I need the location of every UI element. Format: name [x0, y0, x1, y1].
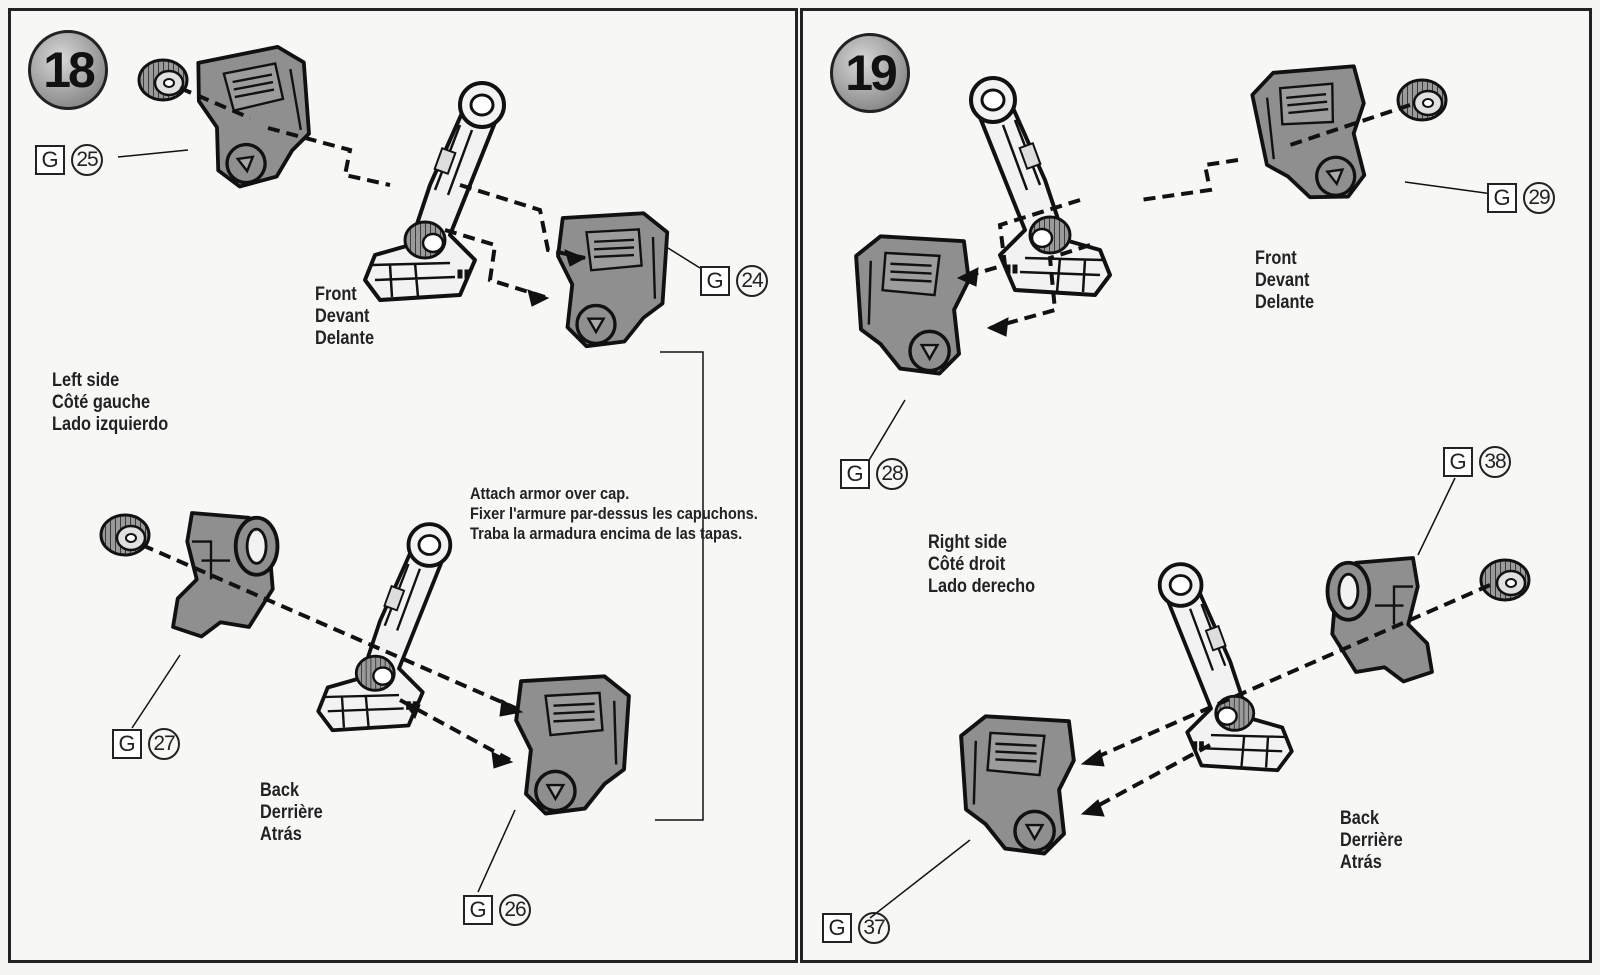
- part-ref-g29: G 29: [1487, 182, 1555, 214]
- step-18-badge: 18: [28, 30, 108, 110]
- left-side-label: Left side Côté gauche Lado izquierdo: [52, 370, 169, 435]
- part-number: 38: [1479, 446, 1511, 478]
- part-ref-g24: G 24: [700, 265, 768, 297]
- part-ref-g38: G 38: [1443, 446, 1511, 478]
- part-letter: G: [112, 729, 142, 759]
- part-number: 28: [876, 458, 908, 490]
- front-label-left: Front Devant Delante: [315, 284, 375, 349]
- step-19-badge: 19: [830, 33, 910, 113]
- part-ref-g28: G 28: [840, 458, 908, 490]
- part-letter: G: [840, 459, 870, 489]
- part-letter: G: [1443, 447, 1473, 477]
- part-ref-g27: G 27: [112, 728, 180, 760]
- attach-note: Attach armor over cap. Fixer l'armure pa…: [470, 484, 758, 543]
- part-ref-g26: G 26: [463, 894, 531, 926]
- part-number: 26: [499, 894, 531, 926]
- part-letter: G: [700, 266, 730, 296]
- front-label-right: Front Devant Delante: [1255, 248, 1315, 313]
- part-ref-g25: G 25: [35, 144, 103, 176]
- part-letter: G: [822, 913, 852, 943]
- part-number: 24: [736, 265, 768, 297]
- part-number: 25: [71, 144, 103, 176]
- step-19-panel: [800, 8, 1592, 963]
- part-number: 27: [148, 728, 180, 760]
- back-label-right: Back Derrière Atrás: [1340, 808, 1403, 873]
- part-letter: G: [463, 895, 493, 925]
- part-ref-g37: G 37: [822, 912, 890, 944]
- part-number: 37: [858, 912, 890, 944]
- step-18-number: 18: [43, 42, 96, 98]
- part-letter: G: [1487, 183, 1517, 213]
- part-letter: G: [35, 145, 65, 175]
- right-side-label: Right side Côté droit Lado derecho: [928, 532, 1036, 597]
- back-label-left: Back Derrière Atrás: [260, 780, 323, 845]
- step-18-panel: [8, 8, 798, 963]
- part-number: 29: [1523, 182, 1555, 214]
- step-19-number: 19: [845, 45, 898, 101]
